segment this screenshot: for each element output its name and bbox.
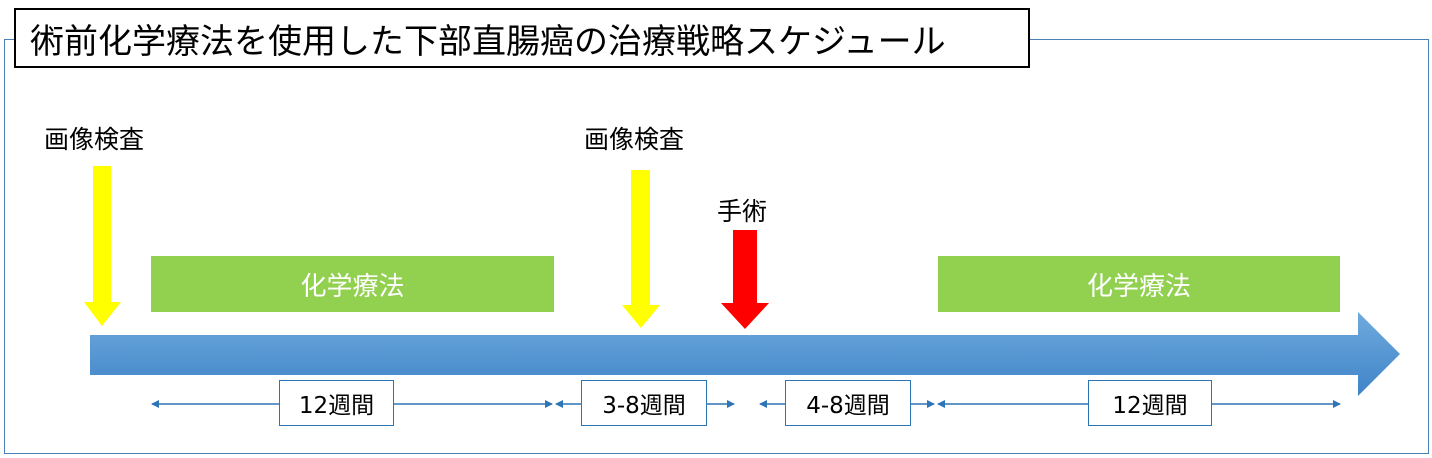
surgery-label: 手術 (717, 197, 768, 226)
chemo-bar-1: 化学療法 (151, 256, 554, 312)
chemo-bar-2: 化学療法 (938, 256, 1340, 312)
surgery-arrow (721, 230, 769, 329)
imaging-arrow-2 (622, 170, 660, 328)
interval-label-1: 12週間 (279, 380, 394, 426)
imaging-label-1: 画像検査 (44, 125, 145, 154)
imaging-arrow-1 (84, 166, 121, 326)
interval-label-3: 4-8週間 (785, 380, 911, 426)
timeline-arrow (90, 312, 1400, 396)
diagram-title: 術前化学療法を使用した下部直腸癌の治療戦略スケジュール (14, 8, 1030, 68)
interval-label-4: 12週間 (1088, 380, 1212, 426)
interval-label-2: 3-8週間 (581, 380, 707, 426)
imaging-label-2: 画像検査 (584, 125, 685, 154)
